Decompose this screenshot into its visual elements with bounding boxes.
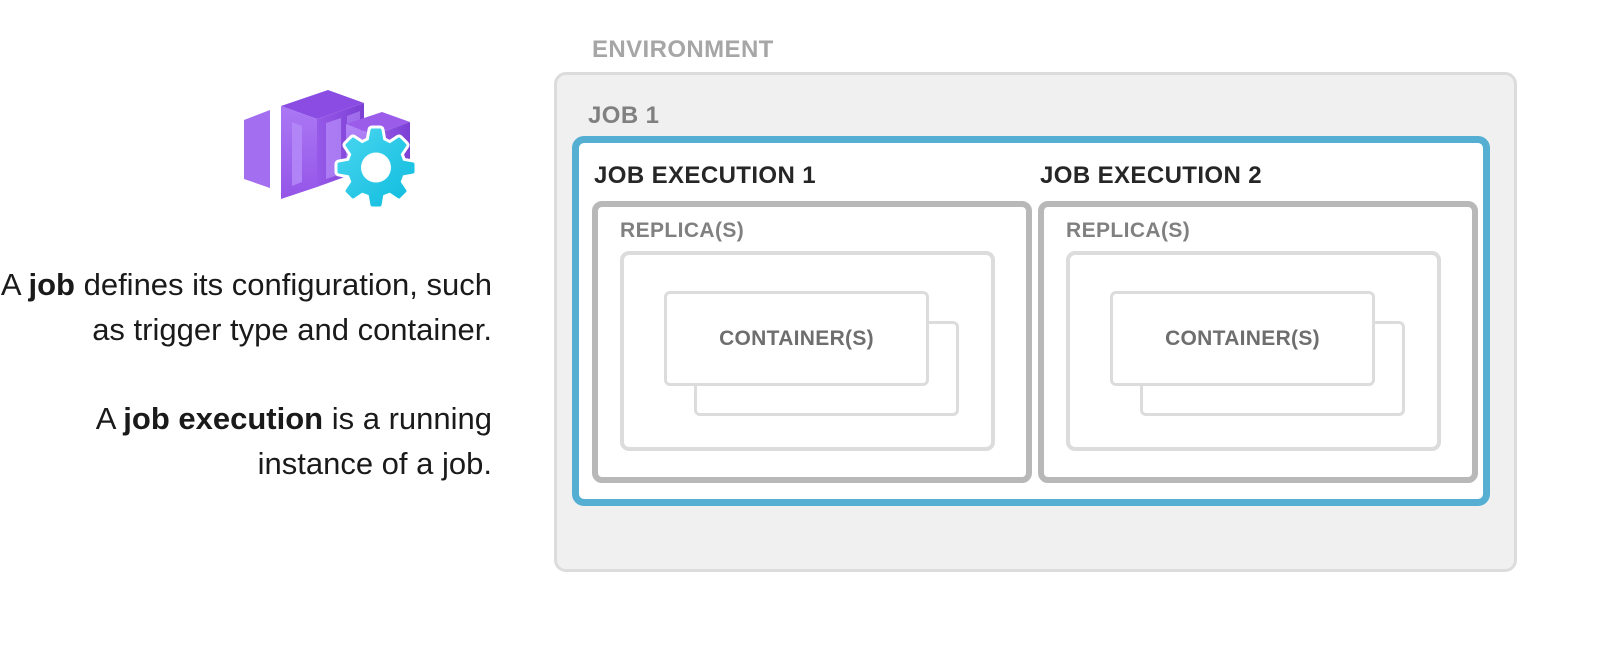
container-box-front-1: CONTAINER(S) xyxy=(664,291,929,386)
environment-diagram: ENVIRONMENT JOB 1 JOB EXECUTION 1 REPLIC… xyxy=(548,28,1548,588)
caption-execution-suffix: is a running instance of a job. xyxy=(257,401,492,481)
caption-block: A job defines its configuration, such as… xyxy=(0,262,492,486)
job-execution-column-1: JOB EXECUTION 1 REPLICA(S) CONTAINER(S) xyxy=(592,162,1032,483)
caption-job-suffix: defines its configuration, such as trigg… xyxy=(74,267,492,347)
job-execution-1-box: REPLICA(S) CONTAINER(S) xyxy=(592,201,1032,483)
replica-label-1: REPLICA(S) xyxy=(620,219,745,242)
explanation-panel: A job defines its configuration, such as… xyxy=(0,0,520,646)
container-stack-1: CONTAINER(S) xyxy=(664,291,964,421)
caption-execution-prefix: A xyxy=(95,401,124,436)
job-execution-1-label: JOB EXECUTION 1 xyxy=(594,162,817,189)
caption-job: A job defines its configuration, such as… xyxy=(0,262,492,352)
environment-label: ENVIRONMENT xyxy=(592,36,774,63)
replica-box-1: CONTAINER(S) xyxy=(620,251,995,451)
container-stack-2: CONTAINER(S) xyxy=(1110,291,1410,421)
caption-job-execution: A job execution is a running instance of… xyxy=(0,396,492,486)
job-execution-2-box: REPLICA(S) CONTAINER(S) xyxy=(1038,201,1478,483)
replica-box-2: CONTAINER(S) xyxy=(1066,251,1441,451)
container-label-2: CONTAINER(S) xyxy=(1165,326,1320,350)
replica-label-2: REPLICA(S) xyxy=(1066,219,1191,242)
container-apps-job-icon xyxy=(240,82,420,210)
caption-execution-bold: job execution xyxy=(123,401,324,436)
container-label-1: CONTAINER(S) xyxy=(719,326,874,350)
job-execution-column-2: JOB EXECUTION 2 REPLICA(S) CONTAINER(S) xyxy=(1038,162,1478,483)
job-label: JOB 1 xyxy=(588,102,660,129)
job-execution-2-label: JOB EXECUTION 2 xyxy=(1040,162,1263,189)
caption-job-bold: job xyxy=(28,267,75,302)
container-box-front-2: CONTAINER(S) xyxy=(1110,291,1375,386)
caption-job-prefix: A xyxy=(0,267,29,302)
